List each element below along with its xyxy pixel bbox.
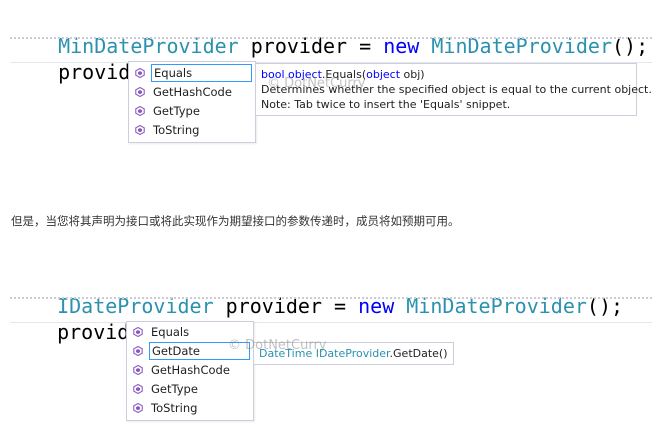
completion-item-label: Equals: [151, 325, 190, 339]
method-cube-icon: [133, 403, 143, 413]
line-separator: [10, 62, 652, 63]
completion-item-tostring[interactable]: ToString: [127, 399, 251, 418]
completion-item-label: Equals: [151, 64, 252, 82]
completion-item-label: GetDate: [149, 342, 250, 360]
method-cube-icon: [133, 365, 143, 375]
completion-list[interactable]: Equals GetHashCode GetType ToString: [128, 61, 256, 143]
completion-item-label: ToString: [153, 123, 200, 137]
tooltip-description: Determines whether the specified object …: [261, 83, 652, 96]
completion-item-gettype[interactable]: GetType: [127, 380, 251, 399]
tooltip-owner-type: IDateProvider: [312, 347, 390, 360]
quickinfo-tooltip: DateTime IDateProvider.GetDate(): [253, 342, 454, 365]
method-cube-icon: [135, 106, 145, 116]
method-cube-icon: [133, 327, 143, 337]
completion-item-gethashcode[interactable]: GetHashCode: [127, 361, 251, 380]
tooltip-member: .GetDate(): [389, 347, 448, 360]
tooltip-param-type: object: [366, 68, 401, 81]
tooltip-return-type: bool: [261, 68, 285, 81]
line-separator: [10, 297, 652, 299]
completion-item-label: GetType: [153, 104, 200, 118]
method-cube-icon: [133, 346, 143, 356]
body-paragraph: 但是，当您将其声明为接口或将此实现作为期望接口的参数传递时，成员将如预期可用。: [11, 214, 460, 228]
completion-item-equals[interactable]: Equals: [127, 323, 251, 342]
watermark: © DotNetCurry: [228, 338, 327, 353]
completion-item-label: GetHashCode: [153, 85, 232, 99]
tooltip-note: Note: Tab twice to insert the 'Equals' s…: [261, 98, 511, 111]
completion-item-equals[interactable]: Equals: [129, 64, 253, 83]
line-separator: [10, 37, 652, 39]
completion-list[interactable]: Equals GetDate GetHashCode GetType ToStr…: [126, 321, 254, 421]
method-cube-icon: [135, 87, 145, 97]
completion-item-gethashcode[interactable]: GetHashCode: [129, 83, 253, 102]
method-cube-icon: [135, 68, 145, 78]
tooltip-member: .Equals(: [321, 68, 367, 81]
completion-item-tostring[interactable]: ToString: [129, 121, 253, 140]
completion-item-label: GetHashCode: [151, 363, 230, 377]
completion-item-getdate[interactable]: GetDate: [127, 342, 251, 361]
quickinfo-tooltip: bool object.Equals(object obj) Determine…: [255, 63, 652, 116]
line-separator: [10, 322, 652, 323]
tooltip-param-rest: obj): [400, 68, 425, 81]
tooltip-return-type: DateTime: [259, 347, 313, 360]
tooltip-owner-type: object: [288, 68, 322, 81]
completion-item-gettype[interactable]: GetType: [129, 102, 253, 121]
completion-item-label: GetType: [151, 382, 198, 396]
completion-item-label: ToString: [151, 401, 198, 415]
watermark: © DotNetCurry: [267, 76, 366, 91]
method-cube-icon: [135, 125, 145, 135]
method-cube-icon: [133, 384, 143, 394]
